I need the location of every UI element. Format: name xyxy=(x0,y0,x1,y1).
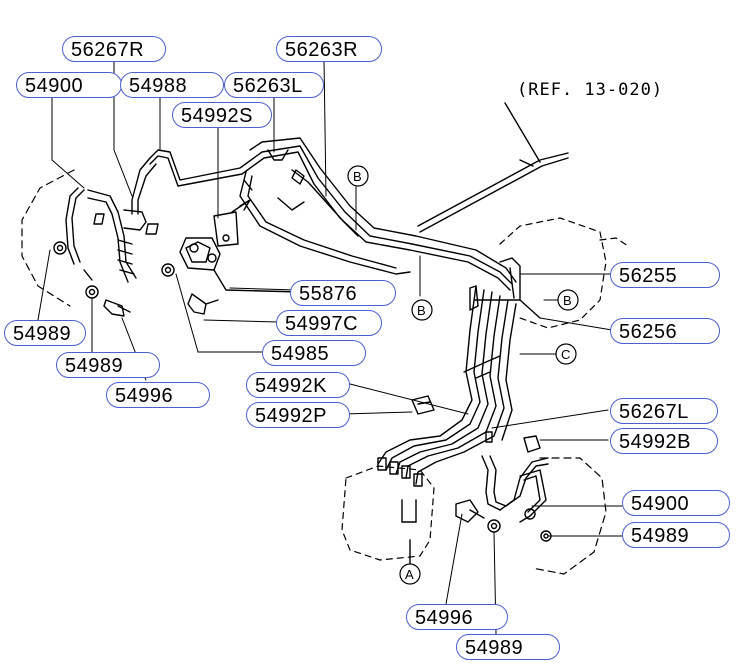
svg-text:B: B xyxy=(417,303,426,318)
right-flex-hose xyxy=(481,431,549,523)
left-hardware xyxy=(53,241,175,317)
marker-b-3: B xyxy=(557,289,579,311)
part-callout-54985[interactable]: 54985 xyxy=(262,340,366,366)
part-callout-55876[interactable]: 55876 xyxy=(290,280,396,306)
brake-booster xyxy=(499,217,629,329)
junction-block xyxy=(179,199,301,315)
reference-leader xyxy=(504,102,541,163)
marker-b-2: B xyxy=(411,299,433,321)
connection-markers: B B B C A xyxy=(347,165,579,585)
part-callout-54992p[interactable]: 54992P xyxy=(246,402,350,428)
marker-a: A xyxy=(399,563,421,585)
abs-fittings xyxy=(377,457,423,565)
rear-brake-lines xyxy=(417,152,569,233)
part-callout-54996-right[interactable]: 54996 xyxy=(406,604,508,630)
part-callout-54992k[interactable]: 54992K xyxy=(246,372,350,398)
upper-brake-line-harness xyxy=(131,137,517,291)
marker-c: C xyxy=(555,343,577,365)
part-callout-54997c[interactable]: 54997C xyxy=(276,310,382,336)
part-callout-54988[interactable]: 54988 xyxy=(120,72,224,98)
right-wheel-disc xyxy=(531,457,607,575)
svg-text:B: B xyxy=(353,169,362,184)
svg-text:A: A xyxy=(405,567,414,582)
part-callout-54989-right[interactable]: 54989 xyxy=(622,522,730,548)
part-callout-54992b[interactable]: 54992B xyxy=(610,428,718,454)
part-callout-54992s[interactable]: 54992S xyxy=(172,102,272,128)
part-callout-54900-left[interactable]: 54900 xyxy=(16,72,122,98)
left-flex-hose xyxy=(65,187,159,283)
part-callout-54989-left-1[interactable]: 54989 xyxy=(4,320,86,346)
part-callout-54989-left-2[interactable]: 54989 xyxy=(56,352,160,378)
reference-label: (REF. 13-020) xyxy=(517,80,663,100)
leader-lines xyxy=(37,59,623,635)
part-callout-56263l[interactable]: 56263L xyxy=(224,72,324,98)
left-wheel-disc xyxy=(21,169,75,307)
part-callout-56256[interactable]: 56256 xyxy=(610,318,720,344)
svg-text:B: B xyxy=(563,293,572,308)
part-callout-56267r[interactable]: 56267R xyxy=(62,36,166,62)
part-callout-54989-bottom[interactable]: 54989 xyxy=(456,634,560,660)
part-callout-54900-right[interactable]: 54900 xyxy=(622,490,730,516)
marker-b-1: B xyxy=(347,165,369,187)
center-brake-line-harness xyxy=(377,257,541,485)
part-callout-56267l[interactable]: 56267L xyxy=(610,398,718,424)
svg-text:C: C xyxy=(561,347,570,362)
abs-modulator-unit xyxy=(341,465,435,561)
part-callout-54996-left[interactable]: 54996 xyxy=(106,382,210,408)
part-callout-56255[interactable]: 56255 xyxy=(610,262,720,288)
part-callout-56263r[interactable]: 56263R xyxy=(276,36,382,62)
